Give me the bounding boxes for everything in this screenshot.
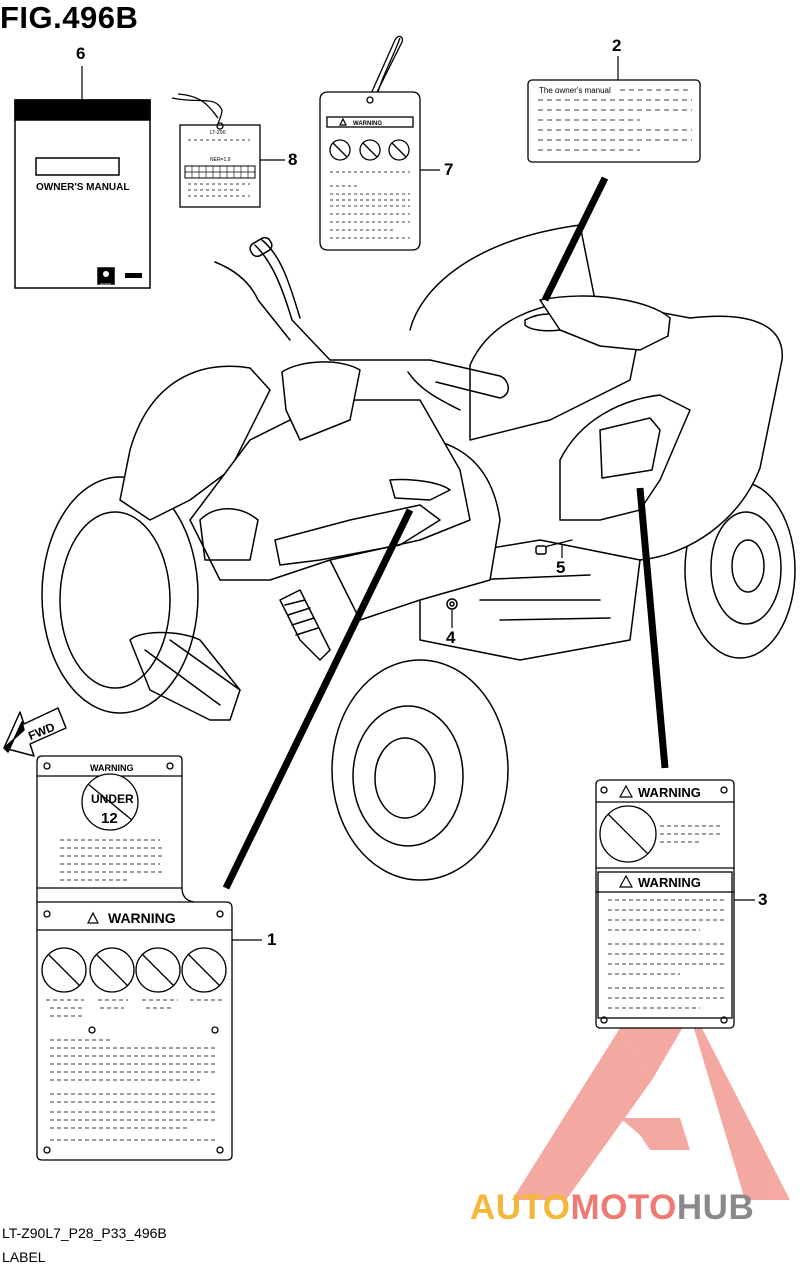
fwd-arrow-icon [3, 707, 67, 757]
label3-warning-main: WARNING [638, 875, 701, 890]
age-badge-top: UNDER [91, 792, 134, 806]
callout-6: 6 [76, 44, 86, 63]
model-hang-tag [171, 93, 261, 208]
manual-brand: SUZUKI [100, 282, 111, 286]
label3-warning-top: WARNING [638, 785, 701, 800]
watermark-part-moto: MOTO [570, 1188, 677, 1227]
label1-warning-main: WARNING [108, 910, 176, 926]
age-badge-number: 12 [101, 810, 118, 827]
watermark-part-auto: AUTO [470, 1188, 571, 1227]
owners-manual-sticker [527, 79, 701, 163]
label1-warning-top: WARNING [90, 763, 134, 773]
watermark-text: AUTOMOTOHUB [470, 1188, 754, 1228]
tag-ratio: NER=1.9 [210, 157, 231, 163]
warning-hang-tag [319, 35, 421, 251]
figure-caption: LABEL [2, 1249, 46, 1265]
figure-code: LT-Z90L7_P28_P33_496B [2, 1225, 167, 1241]
pointer-lines [222, 176, 669, 890]
tag-model: LT-Z90 [210, 130, 226, 136]
warning-triangle-icon [87, 117, 634, 924]
manual-sticker-text: The owner's manual [539, 86, 611, 95]
warning-label-3 [595, 779, 735, 1029]
callout-3: 3 [758, 890, 768, 909]
warning-label-1 [36, 755, 233, 1161]
owners-manual-book [14, 99, 151, 289]
callout-1: 1 [267, 930, 277, 949]
figure-title: FIG.496B [0, 0, 139, 35]
watermark-logo-icon [512, 1005, 790, 1200]
callout-2: 2 [612, 36, 622, 55]
callout-8: 8 [288, 150, 298, 169]
callout-5: 5 [556, 558, 566, 577]
tag7-warning-text: WARNING [353, 121, 382, 127]
watermark-part-hub: HUB [676, 1188, 755, 1227]
callout-7: 7 [444, 160, 454, 179]
callout-4: 4 [446, 628, 456, 647]
manual-title: OWNER'S MANUAL [36, 182, 129, 193]
